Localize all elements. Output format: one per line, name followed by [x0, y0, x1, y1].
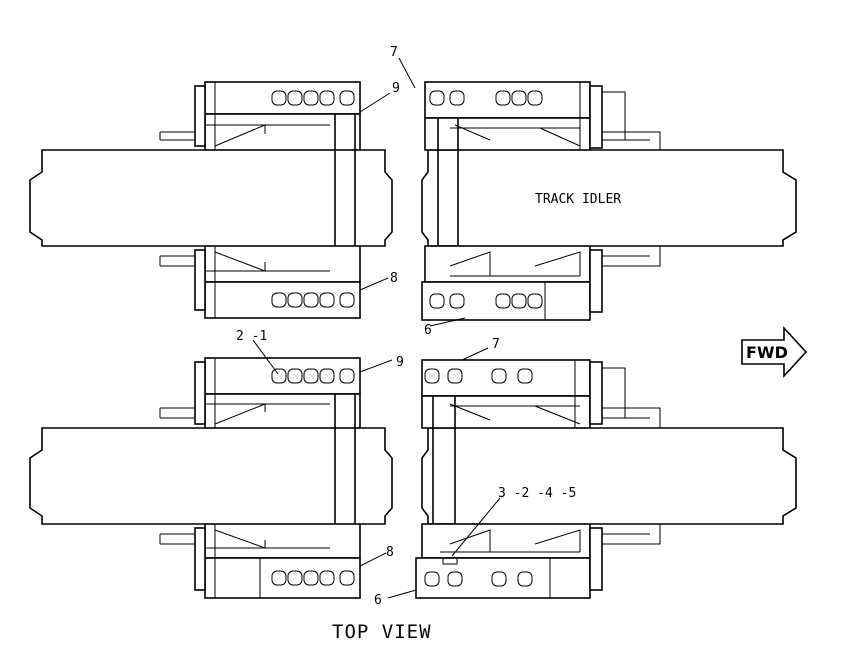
forward-arrow: FWD: [741, 325, 808, 379]
callout-top-left-lower: 8: [390, 271, 398, 286]
forward-arrow-icon: [741, 325, 808, 379]
frame-right-lower: [424, 245, 591, 283]
callout-bottom-left-upper-b: 9: [396, 355, 404, 370]
callout-bottom-right-lower-b: 6: [374, 593, 382, 608]
idler-outline-left: [29, 149, 205, 247]
callout-bottom-left-upper-a: 2 -1: [236, 329, 267, 344]
bolt-row-top-left-lower: [271, 292, 355, 308]
view-title: TOP VIEW: [332, 621, 432, 643]
bottom-assembly: [29, 357, 797, 599]
callout-bottom-right-upper: 7: [492, 337, 500, 352]
callout-top-left-upper: 9: [392, 81, 400, 96]
top-assembly: [29, 81, 797, 321]
callout-bottom-left-lower: 8: [386, 545, 394, 560]
leader-lines: [252, 57, 501, 599]
bolt-row-top-left-upper: [271, 90, 355, 106]
frame-left-upper: [204, 81, 361, 115]
callout-top-right-lower: 6: [424, 323, 432, 338]
bolt-row-top-right-upper: [429, 90, 543, 106]
idler-hub-left: [159, 131, 205, 267]
callout-top-right-upper: 7: [390, 45, 398, 60]
track-idler-label: TRACK IDLER: [535, 192, 621, 207]
idler-outline-right: [590, 149, 797, 247]
forward-arrow-label: FWD: [746, 343, 788, 362]
bolt-row-top-right-lower: [429, 293, 543, 309]
callout-bottom-right-lower-a: 3 -2 -4 -5: [498, 486, 576, 501]
frame-left-lower: [204, 245, 361, 283]
